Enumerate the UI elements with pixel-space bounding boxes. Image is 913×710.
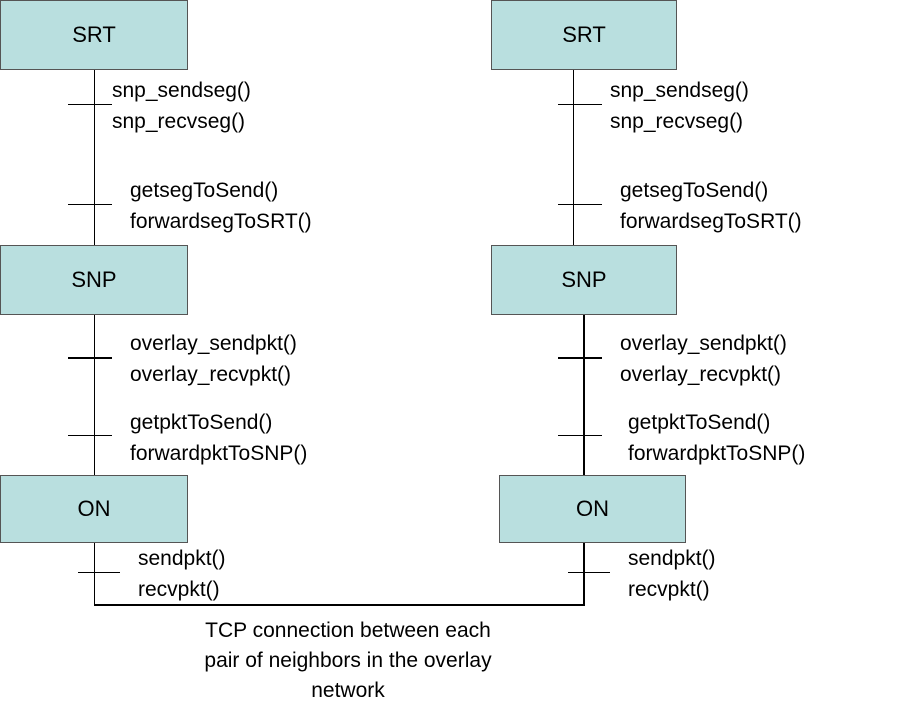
left-srt-snp-internal-label: getsegToSend() forwardsegToSRT()	[130, 179, 312, 233]
right-srt-snp-api-label: snp_sendseg() snp_recvseg()	[610, 79, 749, 133]
left-srt-snp-api-label: snp_sendseg() snp_recvseg()	[112, 79, 251, 133]
tcp-connection-line	[94, 604, 585, 606]
left-snp-label: SNP	[71, 267, 117, 292]
right-on-tcp-label: sendpkt() recvpkt()	[628, 547, 716, 601]
right-srt-label: SRT	[562, 22, 606, 47]
left-tick-snp-internal	[68, 435, 112, 436]
left-stack-connector	[94, 68, 95, 605]
right-tick-on-tcp	[568, 572, 610, 573]
left-on-box: ON	[0, 475, 188, 543]
right-snp-on-internal-label: getpktToSend() forwardpktToSNP()	[628, 411, 806, 465]
right-tick-srt-internal	[558, 204, 602, 205]
right-tick-snp-api	[558, 357, 602, 359]
left-srt-label: SRT	[72, 22, 116, 47]
right-on-label: ON	[576, 496, 609, 521]
right-snp-box: SNP	[491, 245, 677, 315]
right-tick-srt-api	[558, 104, 602, 105]
left-on-label: ON	[77, 496, 111, 521]
right-srt-snp-internal-label: getsegToSend() forwardsegToSRT()	[620, 179, 802, 233]
right-stack-connector-lower	[583, 313, 585, 605]
left-tick-snp-api	[68, 357, 112, 359]
right-on-box: ON	[499, 475, 686, 543]
left-tick-srt-api	[68, 104, 112, 105]
left-srt-box: SRT	[0, 0, 188, 70]
left-snp-box: SNP	[0, 245, 188, 315]
left-tick-on-tcp	[78, 572, 120, 573]
right-snp-label: SNP	[561, 267, 607, 292]
left-snp-on-internal-label: getpktToSend() forwardpktToSNP()	[130, 411, 308, 465]
right-stack-connector-upper	[573, 68, 574, 248]
right-tick-snp-internal	[558, 435, 602, 436]
right-srt-box: SRT	[491, 0, 677, 70]
right-snp-on-api-label: overlay_sendpkt() overlay_recvpkt()	[620, 332, 787, 386]
tcp-connection-caption: TCP connection between each pair of neig…	[204, 619, 492, 702]
left-snp-on-api-label: overlay_sendpkt() overlay_recvpkt()	[130, 332, 297, 386]
left-on-tcp-label: sendpkt() recvpkt()	[138, 547, 226, 601]
left-tick-srt-internal	[68, 204, 112, 205]
